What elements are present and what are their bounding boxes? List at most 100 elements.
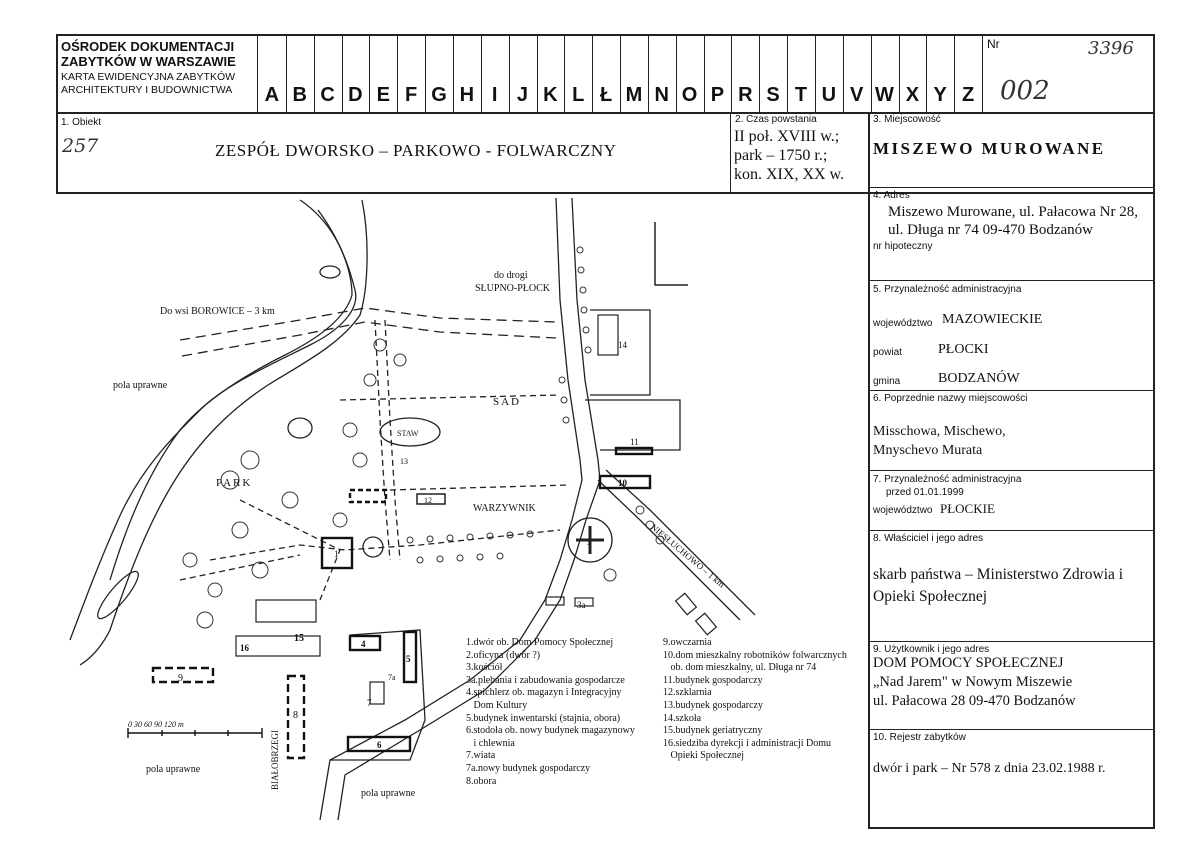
- letter-divider: [620, 34, 621, 113]
- letter-cell: A: [264, 84, 280, 106]
- adres-label: 4. Adres: [873, 190, 910, 201]
- legend-item: i chlewnia: [466, 737, 515, 749]
- obiekt-value: ZESPÓŁ DWORSKO – PARKOWO - FOLWARCZNY: [215, 141, 617, 160]
- map-num-11: 11: [630, 437, 639, 447]
- letter-cell: O: [681, 84, 698, 106]
- wlasciciel-label: 8. Właściciel i jego adres: [873, 533, 984, 544]
- woj-label: województwo: [873, 318, 933, 329]
- sec9-top: [869, 641, 1154, 642]
- map-num-15: 15: [294, 633, 304, 644]
- map-staw: STAW: [397, 429, 419, 438]
- uzytkownik-line1: DOM POMOCY SPOŁECZNEJ: [873, 655, 1064, 671]
- map-num-12: 12: [424, 496, 432, 505]
- obiekt-label: 1. Obiekt: [61, 117, 102, 128]
- poprzednie-line1: Misschowa, Mischewo,: [873, 424, 1006, 439]
- letter-cell: K: [543, 84, 558, 106]
- letter-divider: [425, 34, 427, 113]
- letter-cell: C: [320, 84, 335, 106]
- legend-item: 11.budynek gospodarczy: [663, 674, 763, 686]
- rejestr-value: dwór i park – Nr 578 z dnia 23.02.1988 r…: [873, 761, 1106, 776]
- czas-left-divider: [730, 113, 731, 193]
- letter-cell: D: [348, 84, 363, 106]
- letter-cell: R: [738, 84, 753, 106]
- road-east-left: [597, 479, 741, 621]
- map-scale: 0 30 60 90 120 m: [128, 720, 184, 729]
- nr-hipoteczny-label: nr hipoteczny: [873, 241, 933, 252]
- nr-handwritten-2: 002: [1000, 76, 1050, 106]
- letter-cell: N: [654, 84, 669, 106]
- letter-divider: [480, 34, 482, 113]
- miejscowosc-label: 3. Miejscowość: [873, 114, 941, 125]
- letter-cell: U: [821, 84, 837, 106]
- map-num-10: 10: [618, 478, 628, 488]
- legend-item: 7.wiata: [466, 750, 496, 762]
- legend-item: 2.oficyna (dwór ?): [466, 649, 541, 661]
- legend-item: Opieki Społecznej: [663, 750, 745, 762]
- ravine-edge: [109, 209, 353, 581]
- letter-divider: [536, 34, 538, 113]
- letter-divider: [898, 34, 900, 113]
- road-borowice-2: [181, 321, 557, 357]
- legend-item: 1.dwór ob. Dom Pomocy Społecznej: [466, 637, 614, 648]
- letter-divider: [870, 34, 872, 113]
- gmina-value: BODZANÓW: [938, 371, 1020, 386]
- letter-cell: M: [625, 84, 643, 106]
- letter-divider: [954, 34, 956, 113]
- ravine-inner: [79, 199, 368, 666]
- letter-divider: [313, 34, 315, 113]
- czas-label: 2. Czas powstania: [735, 114, 817, 125]
- map-num-1: 1: [334, 549, 339, 559]
- admin-label: 5. Przynależność administracyjna: [873, 284, 1022, 295]
- letter-cell: V: [850, 84, 864, 106]
- legend-item: 7a.nowy budynek gospodarczy: [466, 762, 591, 774]
- frame-right: [1153, 34, 1155, 828]
- road-main-left: [319, 197, 583, 821]
- letter-divider: [369, 34, 371, 113]
- legend-item: 9.owczarnia: [663, 637, 712, 648]
- letter-cell: T: [794, 84, 808, 106]
- letter-cell: Y: [933, 84, 947, 106]
- map-num-3: 3: [587, 539, 591, 547]
- letter-cell: F: [404, 84, 418, 106]
- adres-line1: Miszewo Murowane, ul. Pałacowa Nr 28,: [888, 204, 1138, 220]
- woj1999-value: PŁOCKIE: [940, 501, 995, 516]
- letter-cell: E: [376, 84, 390, 106]
- letter-cell: L: [572, 84, 585, 106]
- legend-item: 12.szklarnia: [663, 687, 712, 699]
- letter-divider: [564, 34, 566, 113]
- wlasciciel-line1: skarb państwa – Ministerstwo Zdrowia i: [873, 566, 1124, 583]
- map-park: PARK: [216, 477, 252, 489]
- map-pola1: pola uprawne: [113, 380, 168, 391]
- letter-cell: S: [766, 84, 780, 106]
- letter-divider: [787, 34, 789, 113]
- letter-divider: [647, 34, 649, 113]
- letter-divider: [814, 34, 816, 113]
- letter-cell: G: [431, 84, 447, 106]
- letter-divider: [703, 34, 705, 113]
- map-road-label2: SŁUPNO-PŁOCK: [475, 283, 551, 294]
- road-main-right: [337, 197, 601, 821]
- letter-cell: Z: [961, 84, 975, 106]
- letter-cell: B: [292, 84, 307, 106]
- sec7-top: [869, 470, 1154, 471]
- uzytkownik-line2: „Nad Jarem" w Nowym Miszewie: [873, 674, 1073, 690]
- legend-item: 6.stodoła ob. nowy budynek magazynowy: [466, 725, 635, 737]
- map-num-9: 9: [178, 673, 183, 684]
- legend-item: Dom Kultury: [466, 699, 528, 711]
- letter-cell: P: [710, 84, 725, 106]
- letter-cell: X: [905, 84, 920, 106]
- map-num-4: 4: [361, 639, 366, 649]
- letter-divider: [397, 34, 399, 113]
- powiat-value: PŁOCKI: [938, 342, 989, 357]
- letter-cell: H: [459, 84, 475, 106]
- poprzednie-line2: Mnyschevo Murata: [873, 443, 983, 458]
- map-num-13: 13: [400, 457, 408, 466]
- legend-item: 3a.plebania i zabudowania gospodarcze: [466, 674, 625, 686]
- obiekt-bottom: [56, 192, 1154, 194]
- map-num-3a: 3a: [577, 600, 586, 610]
- map-road-label1: do drogi: [494, 270, 528, 281]
- card-title-line1: KARTA EWIDENCYJNA ZABYTKÓW: [61, 71, 236, 83]
- map-pola2: pola uprawne: [146, 764, 201, 775]
- frame-bottom-right: [868, 827, 1155, 829]
- sec5-top: [869, 280, 1154, 281]
